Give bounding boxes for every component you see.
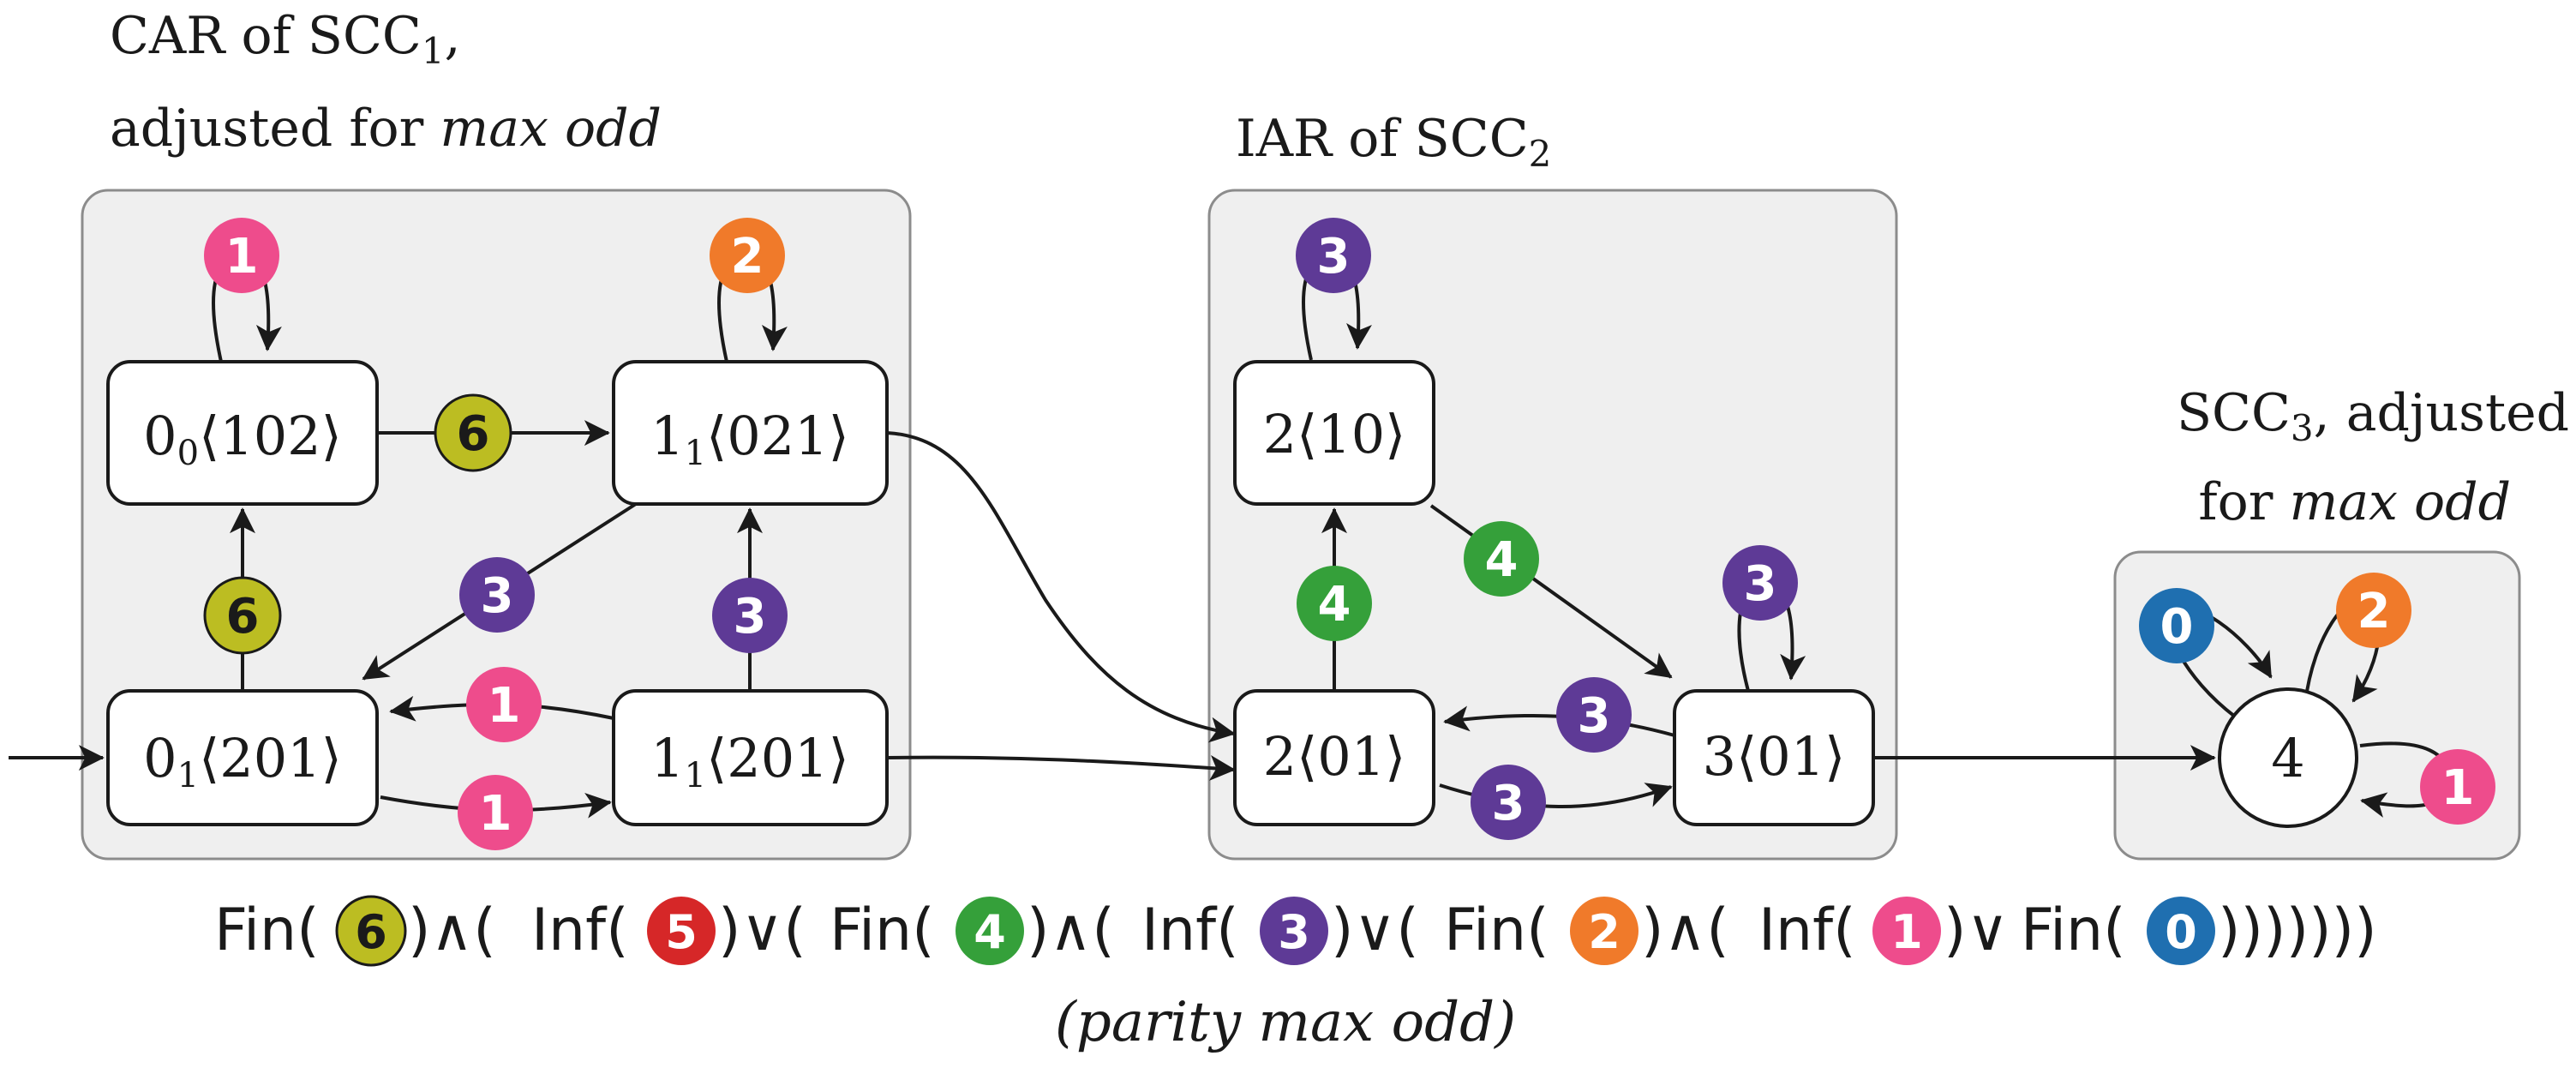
svg-text:3: 3 [1278,905,1310,959]
formula-caption: (parity max odd) [1055,991,1516,1054]
svg-text:5: 5 [665,905,698,959]
svg-text:4: 4 [1318,577,1351,633]
svg-text:1: 1 [2441,760,2475,816]
formula-mark-6: 6 [335,895,407,967]
svg-text:2⟨01⟩: 2⟨01⟩ [1263,725,1406,788]
svg-text:1: 1 [488,678,521,734]
svg-text:3: 3 [1492,776,1525,831]
svg-text:2: 2 [1588,905,1620,959]
svg-text:1: 1 [225,229,259,285]
svg-text:0: 0 [2160,599,2194,655]
mark-3-s11-021-to-s01-201: 3 [459,557,535,633]
mark-2-loop-s4: 2 [2336,573,2411,648]
svg-text:SCC3, adjusted: SCC3, adjusted [2177,383,2569,449]
edge-s2-10-to-s3-01 [1429,504,1673,679]
formula-mark-3: 3 [1260,897,1328,965]
formula-part-or3: )∨ [1944,897,2009,964]
svg-text:2: 2 [731,229,764,285]
svg-text:3: 3 [734,589,767,645]
svg-text:6: 6 [457,406,490,462]
formula-part-fin0: Fin( [2021,897,2126,964]
svg-text:4: 4 [1485,532,1519,588]
formula-part-and1: )∧( [408,897,496,964]
mark-1-s11-201-to-s01-201: 1 [466,667,542,742]
mark-1-s01-201-to-s11-201: 1 [458,775,533,850]
svg-text:2⟨10⟩: 2⟨10⟩ [1263,403,1406,465]
formula-mark-1: 1 [1872,897,1941,965]
formula-part-and3: )∧( [1641,897,1729,964]
state-3-01: 3⟨01⟩ [1673,689,1875,826]
svg-text:2: 2 [2357,584,2391,639]
svg-text:3: 3 [1317,229,1351,285]
svg-text:6: 6 [355,905,387,959]
mark-3-s11-201-to-s11-021: 3 [712,578,788,653]
state-2-10: 2⟨10⟩ [1233,360,1435,506]
svg-text:1: 1 [479,786,512,842]
formula-mark-2: 2 [1570,897,1638,965]
svg-text:3: 3 [1744,556,1777,612]
svg-text:3: 3 [481,568,514,624]
svg-text:4: 4 [973,905,1006,959]
svg-text:3⟨01⟩: 3⟨01⟩ [1703,725,1846,788]
svg-text:11⟨201⟩: 11⟨201⟩ [650,727,849,795]
state-00-102: 00⟨102⟩ [106,360,379,506]
svg-text:11⟨021⟩: 11⟨021⟩ [650,405,849,473]
mark-2-loop-s11-021: 2 [710,218,785,293]
formula-part-close: ))))))) [2218,897,2377,964]
svg-text:0: 0 [2165,905,2197,959]
scc3-title: SCC3, adjusted for max odd [2177,383,2569,532]
mark-6-s01-to-s00: 6 [203,576,282,655]
mark-3-s3-01-to-s2-01: 3 [1556,677,1632,753]
svg-text:01⟨201⟩: 01⟨201⟩ [143,727,342,795]
scc2-title: IAR of SCC2 [1236,109,1551,175]
formula-mark-0: 0 [2147,897,2215,965]
svg-text:6: 6 [226,589,260,645]
mark-1-loop-s00: 1 [204,218,279,293]
formula-part-fin6: Fin( [214,897,320,964]
state-2-01: 2⟨01⟩ [1233,689,1435,826]
svg-text:CAR of SCC1,: CAR of SCC1, [110,6,461,72]
formula-part-fin2: Fin( [1444,897,1549,964]
formula-mark-4: 4 [956,897,1024,965]
mark-4-s2-01-to-s2-10: 4 [1297,566,1372,641]
formula-part-or1: )∨( [718,897,806,964]
state-11-021: 11⟨021⟩ [612,360,889,506]
svg-text:00⟨102⟩: 00⟨102⟩ [143,405,342,473]
svg-text:3: 3 [1578,688,1611,744]
edge-s11-021-to-s2-01 [886,431,1236,743]
formula-part-inf1: Inf( [1758,897,1856,964]
formula-part-inf5: Inf( [531,897,629,964]
svg-text:IAR of SCC2: IAR of SCC2 [1236,109,1551,175]
svg-text:1: 1 [1890,905,1923,959]
scc1-title: CAR of SCC1, adjusted for max odd [110,6,662,159]
formula-part-fin4: Fin( [830,897,935,964]
mark-3-loop-s2-10: 3 [1296,218,1371,293]
state-11-201: 11⟨201⟩ [612,689,889,826]
state-4: 4 [2218,687,2358,828]
svg-text:adjusted for max odd: adjusted for max odd [110,99,662,159]
mark-4-s2-10-to-s3-01: 4 [1464,521,1539,597]
mark-6-s00-to-s11: 6 [434,393,512,472]
state-01-201: 01⟨201⟩ [106,689,379,826]
mark-0-loop-s4: 0 [2139,588,2214,663]
formula-part-inf3: Inf( [1141,897,1239,964]
formula-part-and2: )∧( [1027,897,1115,964]
formula-part-or2: )∨( [1331,897,1419,964]
edge-s11-201-to-s2-01 [886,755,1236,781]
svg-text:for max odd: for max odd [2198,472,2511,532]
mark-3-loop-s3-01: 3 [1722,545,1798,621]
formula-mark-5: 5 [647,897,716,965]
acceptance-formula: Fin( 6 )∧( Inf( 5 )∨( Fin( 4 )∧( Inf( 3 … [214,895,2377,967]
mark-1-loop-s4: 1 [2420,749,2495,825]
svg-text:4: 4 [2271,727,2304,789]
mark-3-s2-01-to-s3-01: 3 [1471,765,1546,840]
